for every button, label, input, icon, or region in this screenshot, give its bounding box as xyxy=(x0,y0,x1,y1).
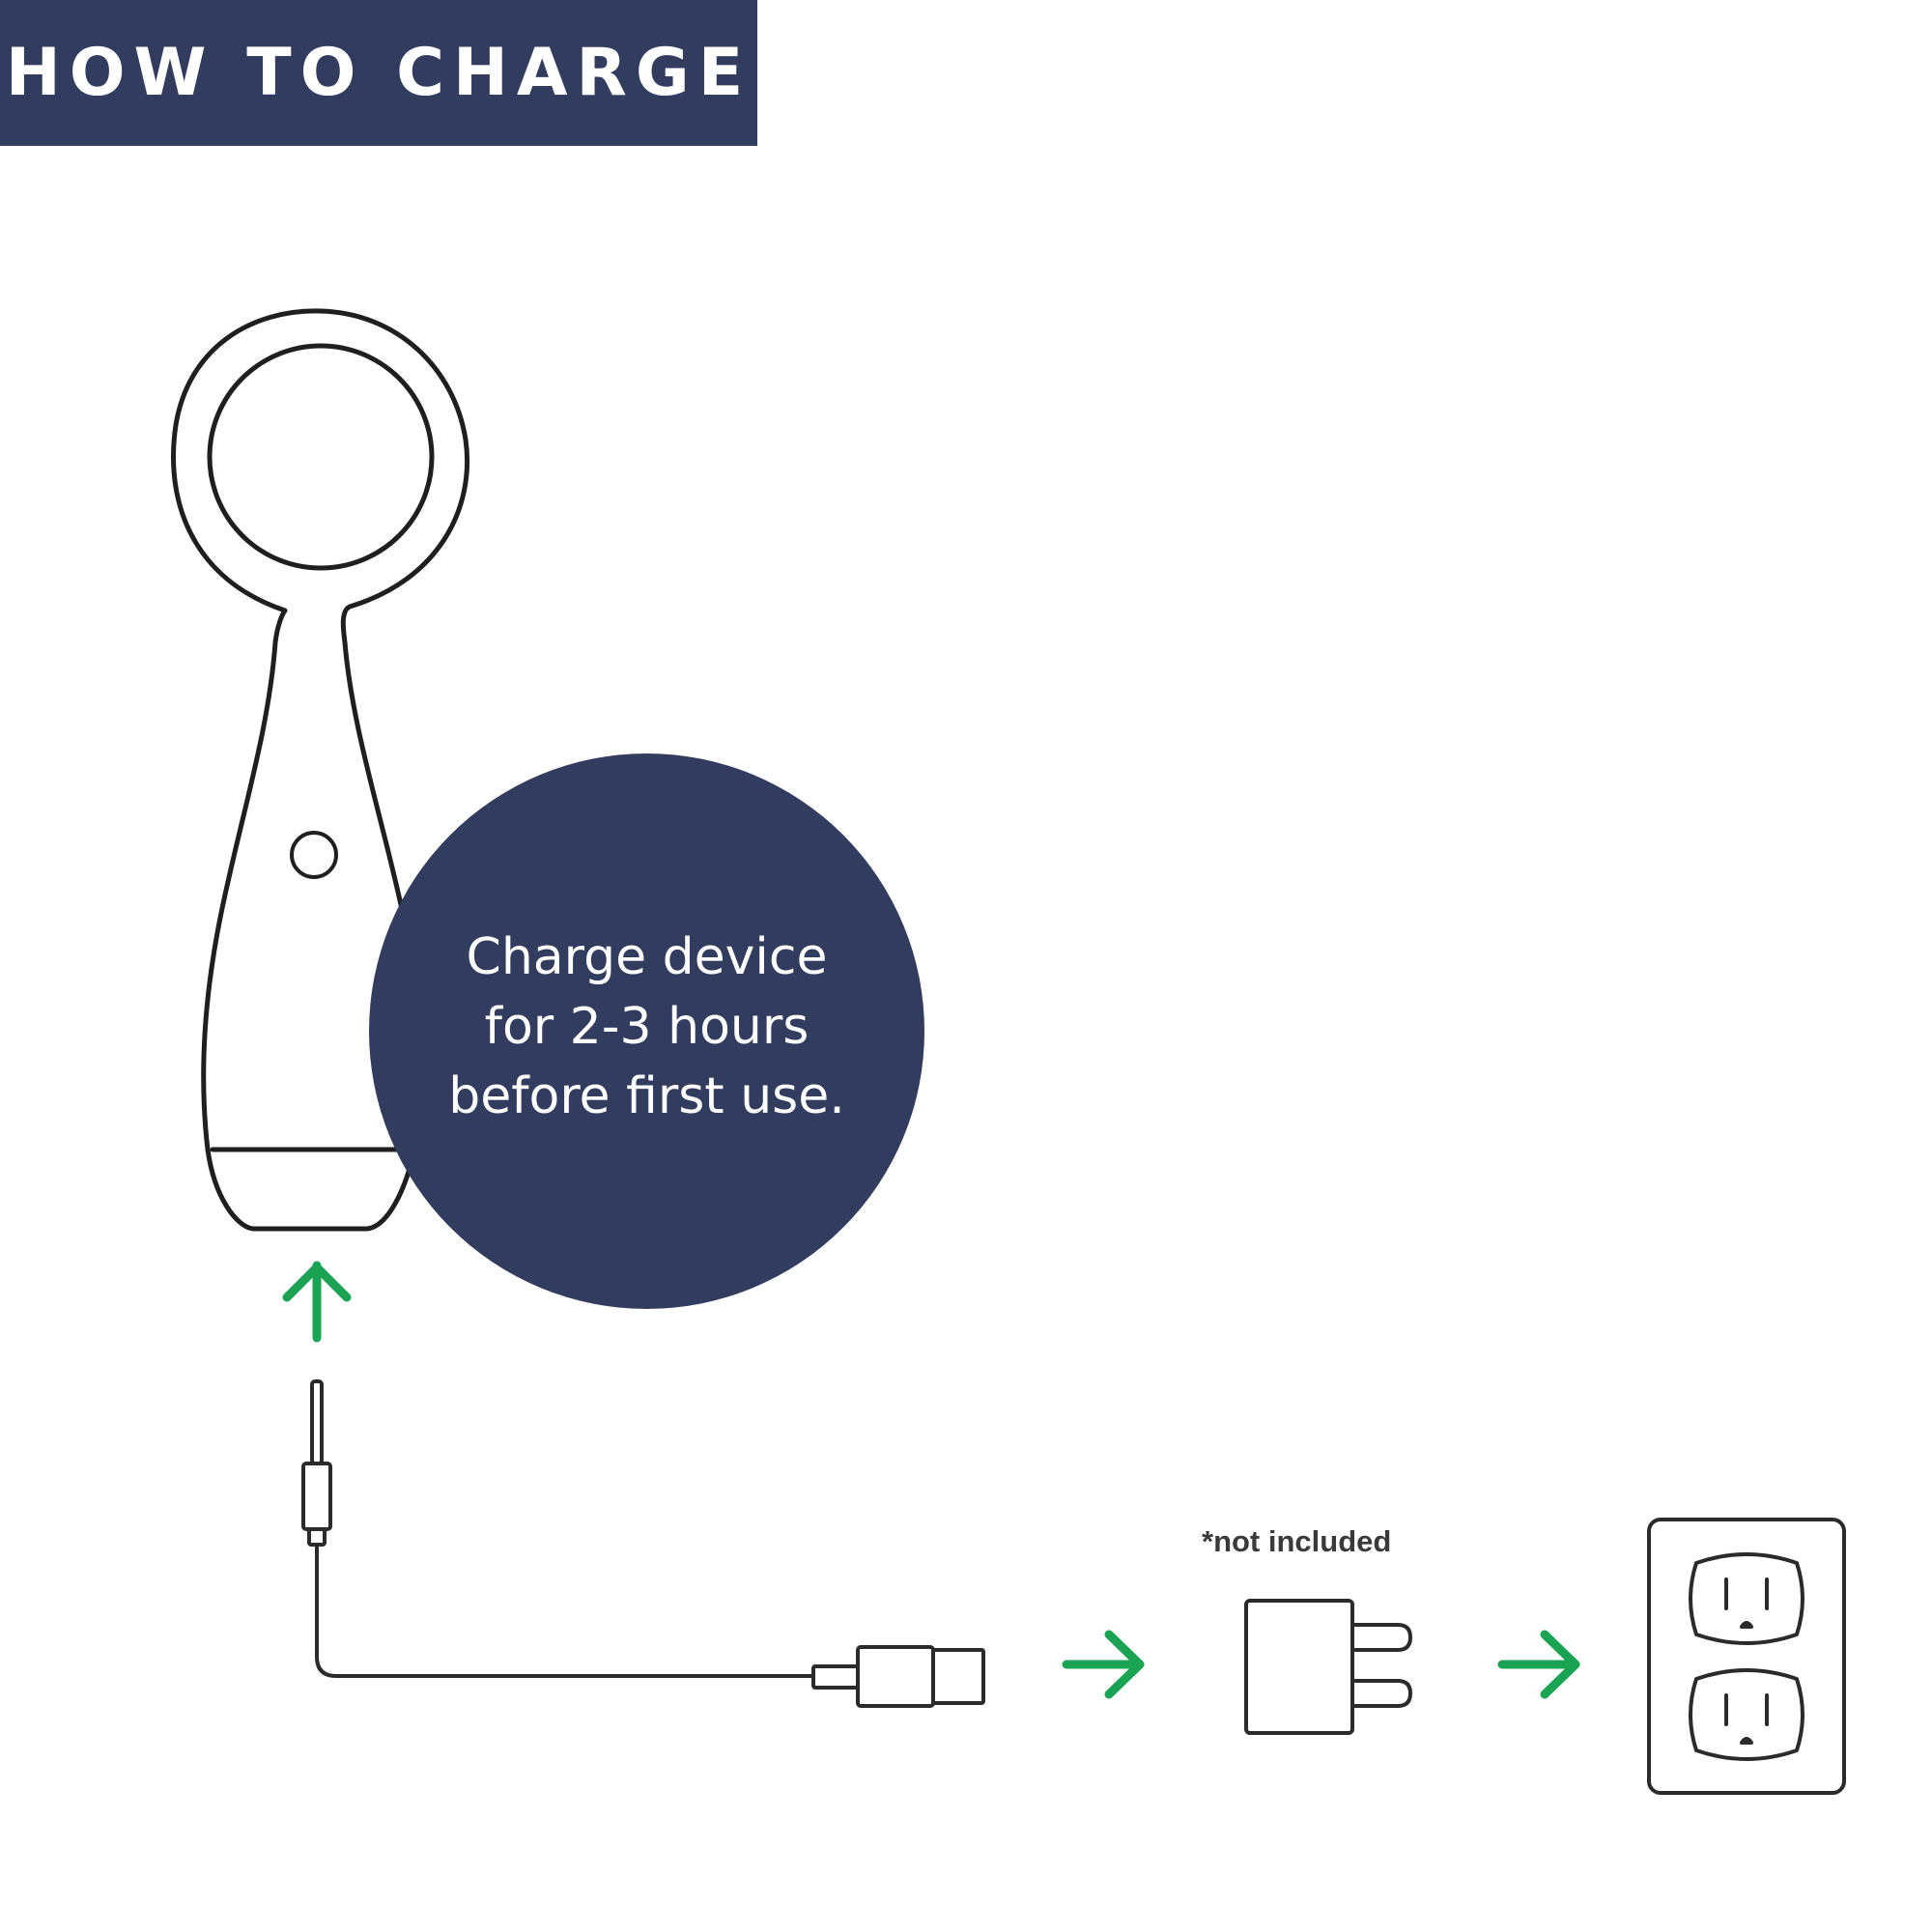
title-banner: HOW TO CHARGE xyxy=(0,0,757,146)
page-title: HOW TO CHARGE xyxy=(5,35,753,111)
arrow-up-icon xyxy=(282,1261,352,1343)
wall-adapter-icon xyxy=(1244,1599,1412,1735)
arrow-right-icon xyxy=(1497,1630,1580,1699)
info-bubble: Charge device for 2-3 hours before first… xyxy=(369,753,924,1309)
adapter-note: *not included xyxy=(1202,1524,1392,1558)
usb-cable-icon xyxy=(301,1379,985,1708)
arrow-right-icon xyxy=(1062,1630,1145,1699)
info-bubble-text: Charge device for 2-3 hours before first… xyxy=(448,927,845,1125)
wall-outlet-icon xyxy=(1647,1518,1846,1795)
